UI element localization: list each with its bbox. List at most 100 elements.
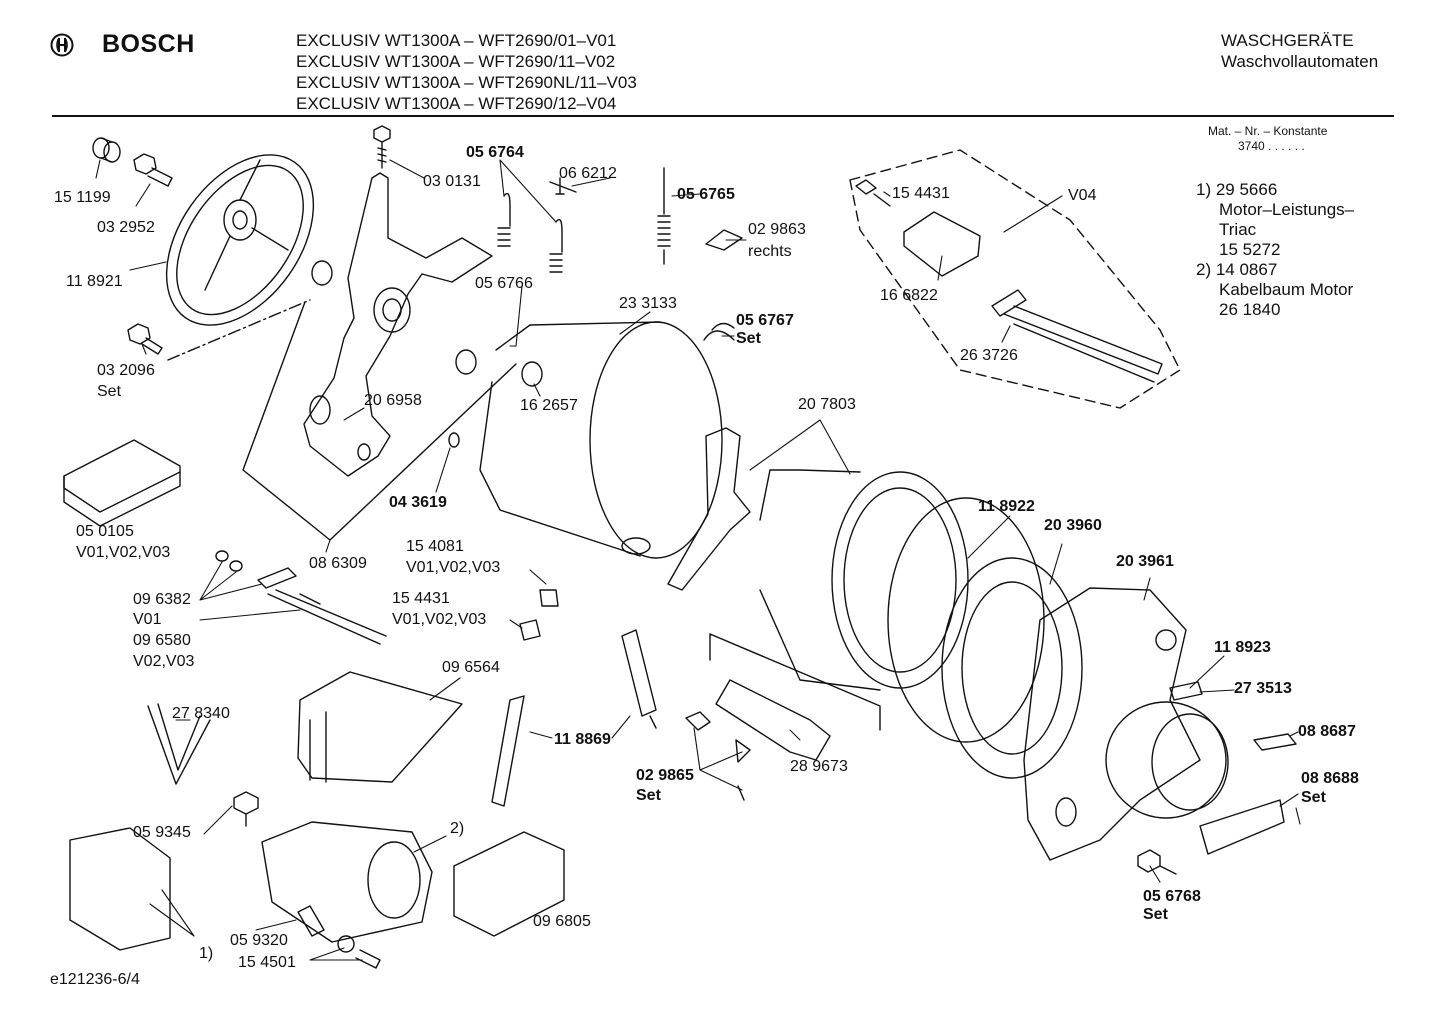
note-1-number-b: 15 5272: [1219, 240, 1281, 259]
part-label-056765: 05 6765: [677, 186, 735, 203]
drive-pulley-part: [136, 128, 343, 352]
category-subtitle: Waschvollautomaten: [1221, 52, 1379, 71]
part-label-030131: 03 0131: [423, 173, 481, 190]
part-label-118921: 11 8921: [66, 273, 123, 290]
part-label-059345: 05 9345: [133, 824, 191, 841]
bearing-part: [312, 261, 332, 285]
electronic-module-part: [70, 828, 170, 950]
part-label-032096-set: Set: [97, 383, 122, 400]
part-label-203960: 20 3960: [1044, 517, 1102, 534]
part-label-207803: 20 7803: [798, 396, 856, 413]
part-label-088688-set: Set: [1301, 789, 1326, 806]
part-label-032096: 03 2096: [97, 362, 155, 379]
part-label-154081-variants: V01,V02,V03: [406, 559, 501, 576]
shock-absorber-part: [492, 696, 524, 806]
pulley-bolt-part: [134, 154, 172, 186]
model-line-1: EXCLUSIV WT1300A – WFT2690/01–V01: [296, 31, 617, 50]
part-label-050105: 05 0105: [76, 523, 134, 540]
variant-label-v04: V04: [1068, 187, 1097, 204]
part-label-056768-set: Set: [1143, 906, 1168, 923]
front-frame-inner: [962, 582, 1062, 754]
motor-part: [262, 822, 432, 942]
part-label-029865-set: Set: [636, 787, 661, 804]
axis-line: [168, 300, 310, 360]
seal-ring-part: [449, 433, 459, 447]
door-handle-part: [1254, 734, 1296, 750]
leader-frame: [243, 302, 516, 540]
category-title: WASCHGERÄTE: [1221, 31, 1354, 50]
part-label-154501: 15 4501: [238, 954, 296, 971]
hinge-part: [1170, 682, 1202, 700]
hinge-plate-part: [1200, 800, 1284, 854]
sensor-part: [520, 620, 540, 640]
cover-part: [904, 212, 980, 276]
part-label-118922: 11 8922: [978, 498, 1035, 515]
drum-part: [760, 470, 968, 690]
shell-part: [704, 323, 734, 340]
sensor-part: [856, 180, 890, 206]
spring-part: [658, 168, 670, 264]
fitting-set-part: [686, 712, 750, 800]
part-label-059320: 05 9320: [230, 932, 288, 949]
control-module-part: [64, 440, 180, 526]
part-label-096382: 09 6382: [133, 591, 191, 608]
bearing-sleeve-part: [93, 138, 120, 162]
footnote-marker-1: 1): [199, 945, 214, 962]
clip-part: [550, 178, 576, 194]
washer-part: [338, 936, 354, 952]
part-label-043619: 04 3619: [389, 494, 447, 511]
part-label-233133: 23 3133: [619, 295, 677, 312]
seal-ring-118922: [888, 498, 1044, 742]
part-label-029865: 02 9865: [636, 767, 694, 784]
part-label-289673: 28 9673: [790, 758, 848, 775]
constants-value: 3740 . . . . . .: [1238, 139, 1305, 153]
spring-part: [498, 194, 562, 272]
part-label-206958: 20 6958: [364, 392, 422, 409]
drive-belt-part: [148, 704, 210, 784]
damper-part: [298, 906, 324, 936]
part-label-154431: 15 4431: [392, 590, 450, 607]
model-line-4: EXCLUSIV WT1300A – WFT2690/12–V04: [296, 94, 617, 113]
note-1-text-b: Triac: [1219, 220, 1257, 239]
part-label-096580-variants: V02,V03: [133, 653, 195, 670]
part-label-096382-variant: V01: [133, 611, 162, 628]
part-label-263726: 26 3726: [960, 347, 1018, 364]
tub-part: [480, 322, 722, 558]
part-label-118869: 11 8869: [554, 731, 611, 748]
screw-part: [374, 126, 390, 168]
heater-assembly-part: [216, 551, 386, 644]
part-label-029863: 02 9863: [748, 221, 806, 238]
part-label-088687: 08 8687: [1298, 723, 1356, 740]
part-label-162657: 16 2657: [520, 397, 578, 414]
part-label-056764: 05 6764: [466, 144, 524, 161]
note-1-text-a: Motor–Leistungs–: [1219, 200, 1355, 219]
motor-cover-part: [298, 672, 462, 782]
brand-name: BOSCH: [102, 30, 195, 58]
part-label-273513: 27 3513: [1234, 680, 1292, 697]
part-label-056768: 05 6768: [1143, 888, 1201, 905]
drawing-code: e121236-6/4: [50, 971, 140, 988]
part-label-096564: 09 6564: [442, 659, 500, 676]
pump-filter-part: [710, 634, 880, 760]
part-label-154081: 15 4081: [406, 538, 464, 555]
constants-label: Mat. – Nr. – Konstante: [1208, 124, 1328, 138]
model-line-3: EXCLUSIV WT1300A – WFT2690NL/11–V03: [296, 73, 637, 92]
part-label-029863-rechts: rechts: [748, 243, 792, 260]
header-rule: [52, 115, 1394, 117]
screw-part: [356, 950, 380, 968]
note-1-number: 1) 29 5666: [1196, 180, 1278, 199]
part-label-032952: 03 2952: [97, 219, 155, 236]
part-label-096580: 09 6580: [133, 632, 191, 649]
part-label-166822: 16 6822: [880, 287, 938, 304]
part-label-056767-set: Set: [736, 330, 761, 347]
note-2-number-b: 26 1840: [1219, 300, 1281, 319]
part-label-050105-variants: V01,V02,V03: [76, 544, 171, 561]
brand-block: BOSCH: [50, 30, 195, 59]
brush-holder-part: [454, 832, 564, 936]
part-label-096805: 09 6805: [533, 913, 591, 930]
footnote-marker-2: 2): [450, 820, 465, 837]
cross-bolt-part: [128, 324, 162, 354]
part-label-088688: 08 8688: [1301, 770, 1359, 787]
bracket-part: [706, 230, 742, 250]
